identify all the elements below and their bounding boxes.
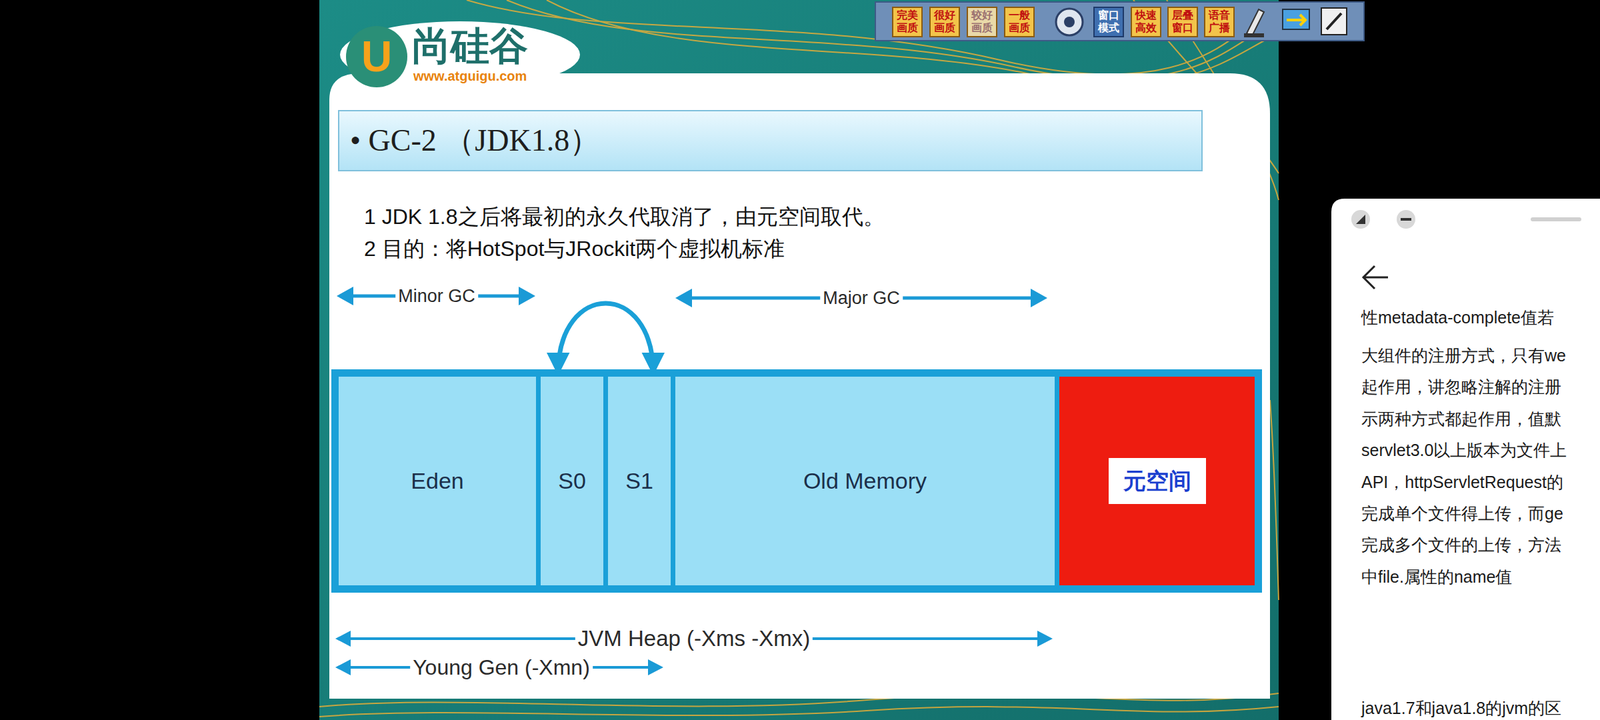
logo-text: www.atguigu.com: [413, 68, 527, 84]
logo-circle: [346, 26, 408, 88]
panel-text: 起作用，讲忽略注解的注册: [1361, 377, 1562, 396]
button-label: 快速高效: [1134, 9, 1158, 35]
logo-ground: [340, 21, 580, 88]
button-label: 完美画质: [896, 9, 919, 35]
memory-region: Old Memory: [672, 373, 1058, 589]
span-label: JVM Heap (-Xms -Xmx): [575, 626, 813, 652]
side-panel: [1331, 198, 1600, 720]
panel-text: java1.7和java1.8的jvm的区: [1361, 698, 1562, 718]
logo-text: U: [361, 32, 392, 82]
span-label: Young Gen (-Xmn): [410, 655, 593, 680]
memory-region: S1: [604, 373, 674, 589]
memory-region: S0: [537, 373, 607, 589]
button-label: 很好画质: [933, 9, 956, 35]
toolbar-button: 很好画质: [929, 6, 960, 38]
toolbar-button: 较好画质: [966, 6, 998, 38]
button-label: 语音广播: [1208, 9, 1231, 35]
region-label: S1: [625, 467, 654, 494]
toolbar-button: 窗口模式: [1093, 6, 1124, 38]
memory-region: Eden: [335, 373, 540, 589]
panel-text: 完成多个文件的上传，方法: [1361, 535, 1562, 554]
panel-text: servlet3.0以上版本为文件上: [1361, 440, 1567, 460]
region-label: 元空间: [1108, 458, 1206, 504]
slide-text: 2 目的：将HotSpot与JRockit两个虚拟机标准: [364, 234, 785, 264]
panel-text: 大组件的注册方式，只有we: [1361, 346, 1566, 365]
toolbar-disc-icon: [1064, 16, 1075, 28]
panel-text: 完成单个文件得上传，而ge: [1361, 504, 1564, 523]
button-label: 一般画质: [1008, 9, 1031, 35]
toolbar-icons: [1244, 8, 1347, 38]
toolbar-button: 快速高效: [1130, 6, 1162, 38]
memory-frame: [333, 371, 1260, 591]
panel-text: 性metadata-complete值若: [1361, 308, 1554, 327]
toolbar-button: 一般画质: [1004, 6, 1035, 38]
button-label: 较好画质: [970, 9, 994, 35]
panel-text: API，httpServletRequest的: [1361, 472, 1564, 492]
slide-ground: [319, 0, 1279, 720]
back-arrow: [1363, 266, 1388, 289]
toolbar-button: 层叠窗口: [1167, 6, 1198, 38]
panel-icon: [1396, 210, 1416, 229]
panel-text: 示两种方式都起作用，值默: [1361, 409, 1562, 428]
panel-icon: [1400, 218, 1412, 221]
panel-drag-bar: [1530, 217, 1582, 222]
region-label: S0: [558, 467, 586, 494]
slide-text: 1 JDK 1.8之后将最初的永久代取消了，由元空间取代。: [364, 202, 885, 232]
title-text: • GC-2 （JDK1.8）: [350, 120, 600, 162]
panel-text: 中file.属性的name值: [1361, 567, 1512, 586]
span-label: Major GC: [820, 288, 903, 309]
region-label: Eden: [410, 467, 464, 494]
panel-icon: [1351, 210, 1370, 229]
button-label: 窗口模式: [1097, 9, 1120, 35]
toolbar-button: 语音广播: [1204, 6, 1235, 38]
span-label: Minor GC: [395, 286, 478, 307]
panel-icon: [1356, 214, 1366, 224]
slide-content-area: [329, 73, 1270, 699]
toolbar-button: 完美画质: [892, 6, 923, 38]
region-label: Old Memory: [803, 467, 927, 494]
toolbar-disc-icon: [1056, 8, 1083, 36]
button-label: 层叠窗口: [1171, 9, 1194, 35]
swap-arrow: [558, 303, 654, 374]
toolbar: [875, 2, 1364, 41]
swirl-lines: [319, 0, 1279, 717]
metaspace-region: 元空间: [1056, 373, 1258, 589]
logo-text: 尚硅谷: [412, 26, 528, 66]
title-band: • GC-2 （JDK1.8）: [338, 110, 1203, 172]
